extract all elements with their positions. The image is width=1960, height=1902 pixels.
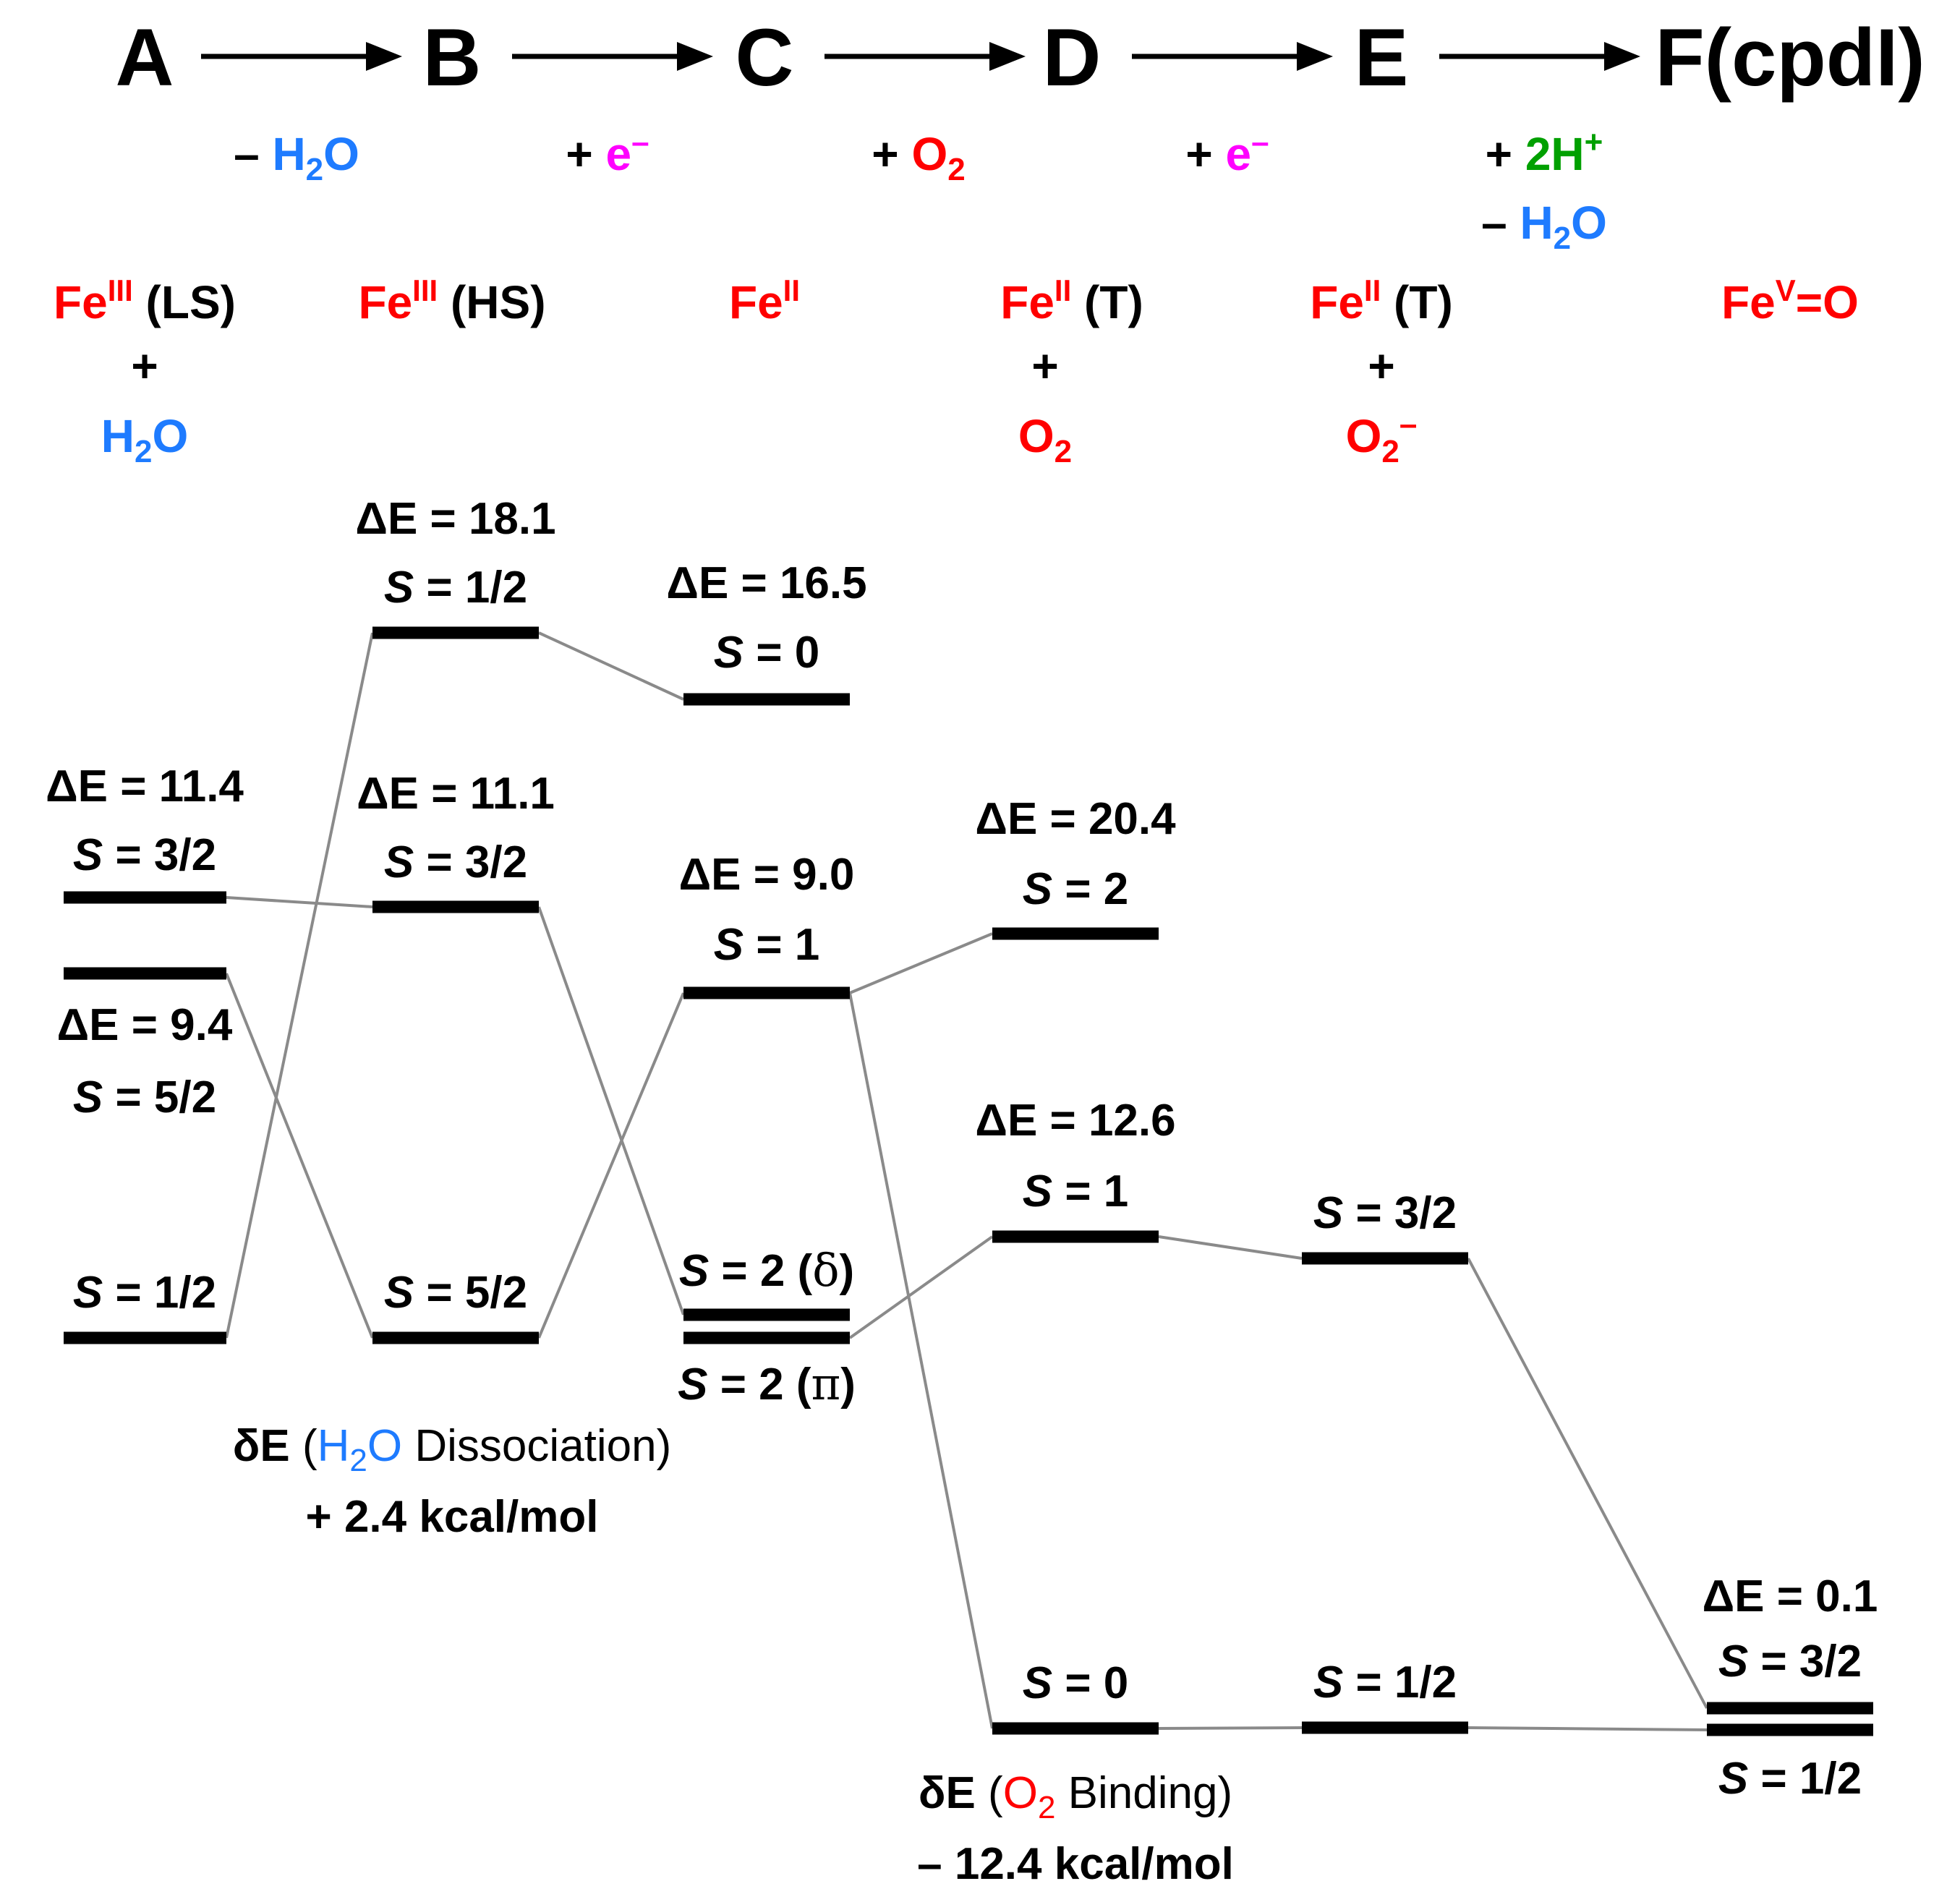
label-c-s1: S = 1 xyxy=(714,920,820,970)
levels xyxy=(64,626,1873,1736)
note-dissociation: δE (H2O Dissociation) xyxy=(233,1421,671,1478)
label-c-s2-pi: S = 2 (π) xyxy=(678,1357,856,1410)
species-a-plus: + xyxy=(131,340,158,392)
label-a-s52: S = 5/2 xyxy=(73,1072,216,1122)
step-de-label: + e– xyxy=(1185,124,1269,180)
connector-c2p-d1 xyxy=(848,1235,994,1339)
connector-b52-c1 xyxy=(537,992,685,1339)
connector-a32-b32 xyxy=(226,896,373,908)
connector-b32-c2d xyxy=(537,906,685,1315)
connector-a52-b52 xyxy=(225,973,374,1339)
label-d-s2: S = 2 xyxy=(1023,864,1129,914)
state-e-label: E xyxy=(1355,12,1409,103)
reaction-arrow-cd xyxy=(825,42,1026,71)
label-d-s0: S = 0 xyxy=(1023,1658,1129,1708)
label-c-s2-delta: S = 2 (δ) xyxy=(679,1244,854,1297)
connector-d1-e32 xyxy=(1158,1235,1303,1260)
label-b-s12-de: ΔE = 18.1 xyxy=(355,494,555,544)
label-b-s12: S = 1/2 xyxy=(384,563,527,613)
connector-c1-d0 xyxy=(848,992,994,1729)
label-e-s32: S = 3/2 xyxy=(1313,1188,1457,1238)
species-b-label: FeIII (HS) xyxy=(358,273,545,328)
label-f-s32: S = 3/2 xyxy=(1718,1637,1862,1686)
note-binding-value: – 12.4 kcal/mol xyxy=(917,1839,1234,1889)
arrowhead-icon xyxy=(1297,42,1333,71)
arrowhead-icon xyxy=(677,42,713,71)
label-b-s52: S = 5/2 xyxy=(384,1268,527,1318)
species-row: FeIII (LS) + H2O FeIII (HS) FeII FeII (T… xyxy=(54,273,1859,469)
species-e-label: FeII (T) xyxy=(1310,273,1453,328)
step-ef-remove-label: – H2O xyxy=(1481,197,1607,256)
label-a-s52-de: ΔE = 9.4 xyxy=(57,1000,233,1050)
species-d-plus: + xyxy=(1031,340,1058,392)
label-e-s12: S = 1/2 xyxy=(1313,1658,1457,1707)
species-d-label: FeII (T) xyxy=(1000,273,1143,328)
note-dissociation-value: + 2.4 kcal/mol xyxy=(306,1492,599,1542)
connector-c1-d2 xyxy=(849,932,993,994)
reaction-arrow-de xyxy=(1132,42,1333,71)
summary-notes: δE (H2O Dissociation) + 2.4 kcal/mol δE … xyxy=(233,1421,1234,1889)
step-cd-label: + O2 xyxy=(872,128,965,187)
species-f-label: FeV=O xyxy=(1721,273,1859,328)
label-c-s1-de: ΔE = 9.0 xyxy=(679,850,855,900)
step-ef-add-label: + 2H+ xyxy=(1486,124,1603,180)
label-a-s12: S = 1/2 xyxy=(73,1268,216,1318)
arrowhead-icon xyxy=(1604,42,1640,71)
connector-e32-f32 xyxy=(1467,1258,1708,1709)
arrowhead-icon xyxy=(366,42,402,71)
label-d-s1-de: ΔE = 12.6 xyxy=(975,1096,1175,1146)
label-d-s2-de: ΔE = 20.4 xyxy=(975,794,1176,844)
species-a-label: FeIII (LS) xyxy=(54,273,236,328)
connector-e12-f12 xyxy=(1467,1726,1708,1731)
level-labels: S = 1/2 ΔE = 9.4 S = 5/2 ΔE = 11.4 S = 3… xyxy=(46,494,1878,1804)
label-a-s32: S = 3/2 xyxy=(73,830,216,880)
connectors xyxy=(225,631,1708,1731)
species-e-plus: + xyxy=(1368,340,1394,392)
label-b-s32-de: ΔE = 11.1 xyxy=(357,769,555,819)
state-b-label: B xyxy=(423,12,482,103)
label-a-s32-de: ΔE = 11.4 xyxy=(46,762,244,811)
label-d-s1: S = 1 xyxy=(1023,1167,1129,1216)
label-f-s32-de: ΔE = 0.1 xyxy=(1703,1572,1878,1621)
state-d-label: D xyxy=(1043,12,1102,103)
note-binding: δE (O2 Binding) xyxy=(919,1768,1232,1825)
label-c-s0: S = 0 xyxy=(714,628,820,678)
label-b-s32: S = 3/2 xyxy=(384,837,527,887)
state-a-label: A xyxy=(116,12,174,103)
connector-b12-c0 xyxy=(538,631,684,701)
label-f-s12: S = 1/2 xyxy=(1718,1754,1862,1804)
state-c-label: C xyxy=(736,12,794,103)
step-bc-label: + e– xyxy=(566,124,649,180)
reaction-scheme: A B C D E F(cpdI) – H2O + e– + O2 + e xyxy=(116,12,1925,256)
step-ab-label: – H2O xyxy=(234,128,359,187)
species-d-ligand: O2 xyxy=(1018,410,1072,469)
reaction-arrow-ef xyxy=(1439,42,1640,71)
species-e-ligand: O2– xyxy=(1346,406,1418,469)
species-c-label: FeII xyxy=(729,273,800,328)
connector-a12-b12 xyxy=(225,632,374,1339)
reaction-arrow-bc xyxy=(512,42,713,71)
species-a-ligand: H2O xyxy=(101,410,188,469)
reaction-arrow-ab xyxy=(201,42,402,71)
state-f-label: F(cpdI) xyxy=(1655,12,1925,103)
arrowhead-icon xyxy=(989,42,1026,71)
label-c-s0-de: ΔE = 16.5 xyxy=(666,558,866,608)
